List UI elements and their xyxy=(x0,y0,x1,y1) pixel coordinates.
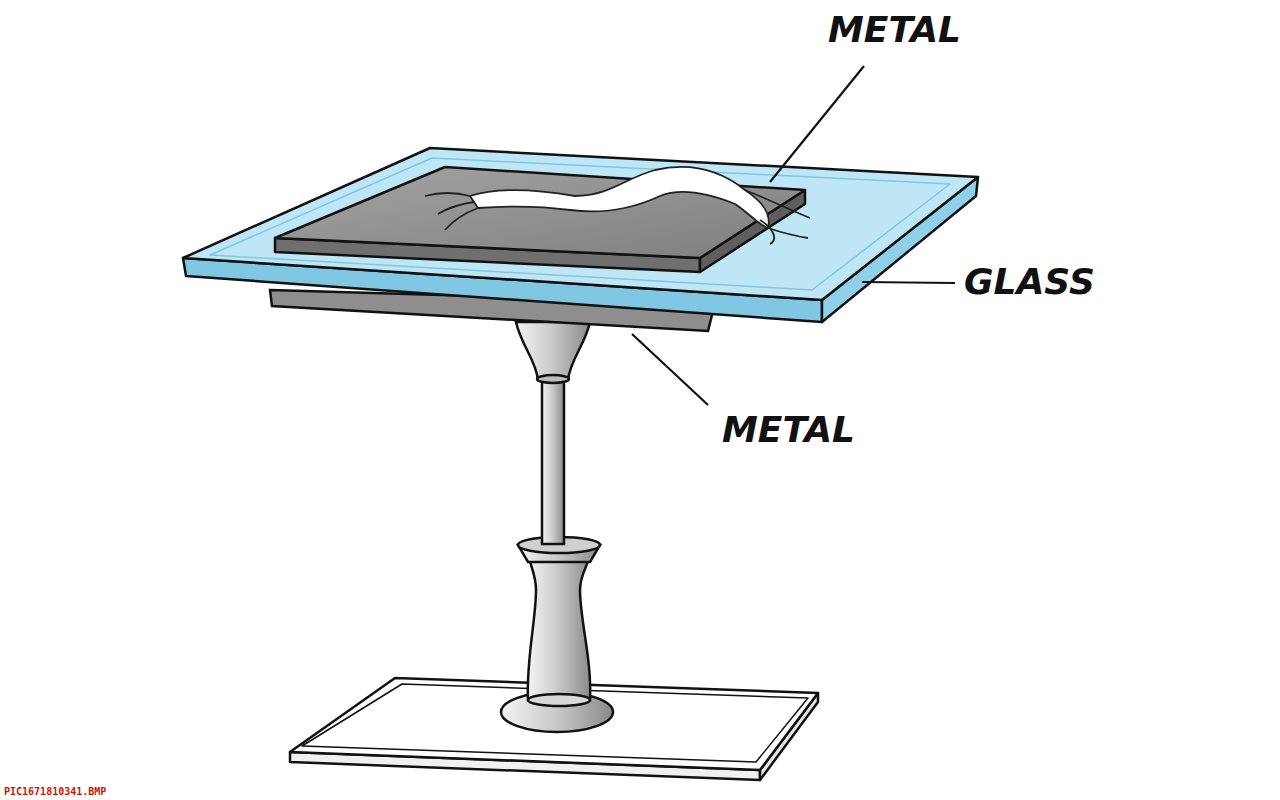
part-label: METAL xyxy=(828,12,961,48)
base-tray xyxy=(290,678,818,780)
leader-lines xyxy=(632,66,955,405)
stand-pedestal xyxy=(501,322,613,732)
file-name: PIC1671810341.BMP xyxy=(4,787,106,797)
upper-metal-plate xyxy=(275,167,805,272)
part-label: GLASS xyxy=(964,264,1095,300)
part-label: METAL xyxy=(722,412,855,448)
glass-plate xyxy=(183,148,978,322)
frog-leg-preparation xyxy=(425,167,810,244)
